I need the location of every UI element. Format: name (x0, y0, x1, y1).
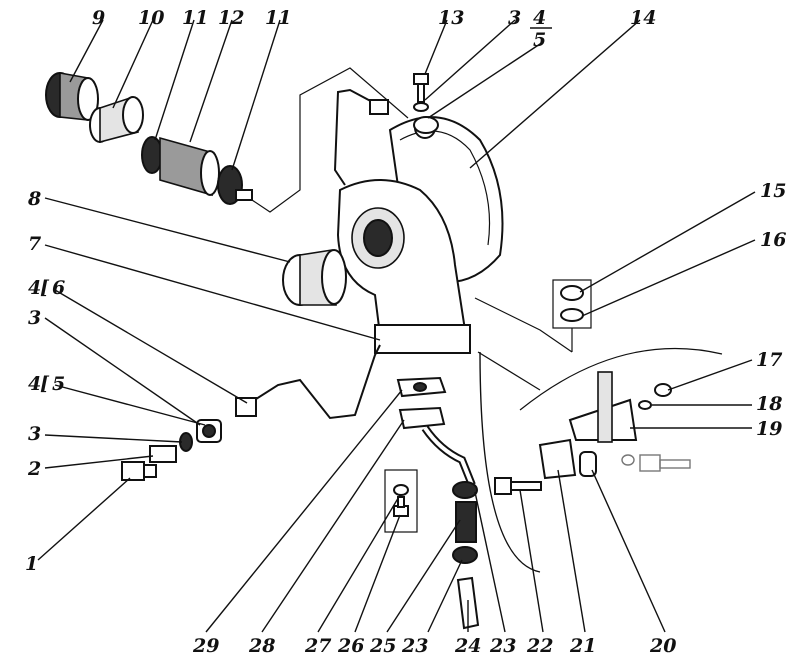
callout-26: 26 (337, 635, 364, 657)
callout-19: 19 (756, 418, 782, 440)
callout-11-left: 11 (182, 7, 208, 29)
part-23-clamp-upper (452, 481, 478, 499)
part-21-plate (538, 438, 577, 480)
callout-21: 21 (569, 635, 596, 657)
bracket-4-5: [ (40, 373, 50, 395)
callout-8: 8 (27, 188, 41, 210)
callout-24: 24 (454, 635, 481, 657)
part-8-adapter-sleeve (282, 249, 347, 306)
bracket-4-6: [ (40, 277, 50, 299)
part-19-bracket (568, 371, 638, 443)
part-4-banjo-fitting-lower (196, 419, 222, 443)
callout-11-right: 11 (265, 7, 291, 29)
part-25-drain-hose (455, 501, 477, 543)
callout-5-top: 5 (533, 29, 546, 51)
part-11-hose-clamp-right (217, 165, 253, 205)
part-23-clamp-lower (452, 546, 478, 564)
callout-29: 29 (192, 635, 219, 657)
leader-lines (37, 19, 756, 633)
callout-25: 25 (369, 635, 396, 657)
part-13-bolt (413, 73, 429, 103)
inset-boundary-arc (479, 351, 541, 573)
callout-22: 22 (526, 635, 553, 657)
callout-2: 2 (27, 458, 41, 480)
callout-3-low: 3 (28, 423, 41, 445)
callout-4-mid: 4 (28, 277, 41, 299)
inset-boundary-top (519, 347, 723, 411)
part-28-drain-flange-pipe (398, 406, 476, 487)
callout-4-low: 4 (28, 373, 41, 395)
part-27-lock-washer (393, 484, 409, 496)
callout-4-top: 4 (533, 7, 546, 29)
part-12-air-hose (159, 136, 220, 197)
part-7-turbine-housing (336, 179, 471, 354)
callout-10: 10 (138, 7, 164, 29)
callout-17: 17 (756, 349, 782, 371)
part-18-washer (638, 400, 652, 410)
spare-bolt-ghost (621, 454, 691, 472)
callout-13: 13 (438, 7, 464, 29)
callout-1: 1 (25, 553, 38, 575)
part-6-oil-feed-pipe (235, 344, 381, 420)
callout-18: 18 (756, 393, 782, 415)
callout-7: 7 (28, 233, 41, 255)
fastener-group-box (384, 469, 418, 533)
callout-28: 28 (248, 635, 275, 657)
callout-6: 6 (52, 277, 65, 299)
callout-27: 27 (304, 635, 331, 657)
part-4-banjo-fitting-top (413, 116, 439, 134)
part-2-fitting (149, 445, 177, 463)
part-15-nut (560, 285, 584, 301)
callout-9: 9 (92, 7, 105, 29)
callout-23-left: 23 (401, 635, 428, 657)
callout-14: 14 (630, 7, 656, 29)
part-29-gasket-upper (396, 376, 447, 398)
callout-23-right: 23 (489, 635, 516, 657)
part-16-washer (560, 308, 584, 322)
callout-12: 12 (218, 7, 244, 29)
callout-16: 16 (760, 229, 786, 251)
part-3-washer-top (413, 102, 429, 112)
part-1-plug-bolt (121, 461, 157, 481)
part-10-rubber-sleeve (89, 96, 144, 144)
callout-20: 20 (649, 635, 676, 657)
part-22-bolt (494, 477, 542, 495)
part-26-bolt (393, 496, 409, 517)
part-9-pipe-coupling (45, 72, 99, 121)
part-11-hose-clamp-left (141, 136, 163, 174)
part-17-nut (654, 383, 672, 397)
callout-5-low: 5 (52, 373, 65, 395)
callout-3-mid: 3 (28, 307, 41, 329)
callout-15: 15 (760, 180, 786, 202)
callout-3-top: 3 (508, 7, 521, 29)
